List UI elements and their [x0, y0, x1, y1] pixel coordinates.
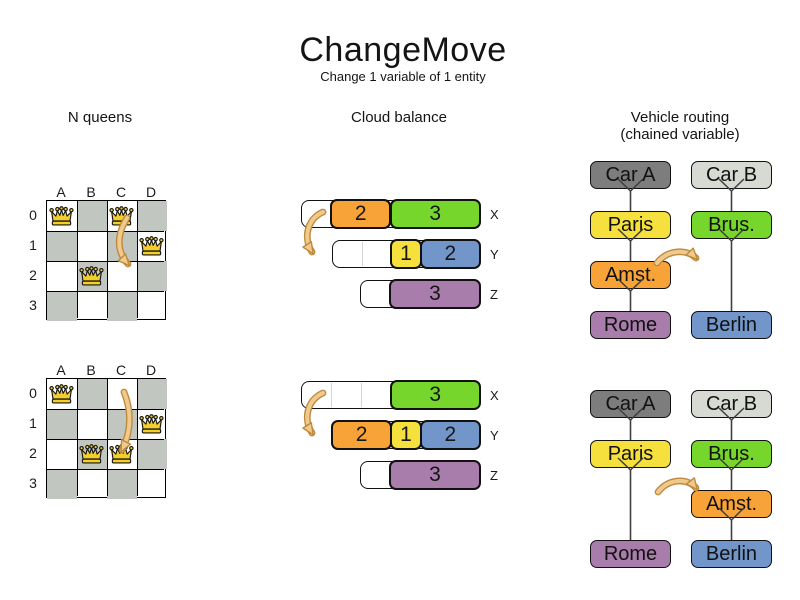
board-gridline — [136, 201, 138, 318]
slot-divider — [360, 383, 362, 407]
process-block: 3 — [389, 279, 481, 309]
chain-arrows — [617, 178, 745, 540]
vehicle-node-brus: Brus. — [691, 440, 772, 468]
vehicle-node-cara: Car A — [590, 390, 671, 418]
process-block: 1 — [390, 239, 422, 269]
board-gridline — [136, 379, 138, 496]
queen-icon — [138, 236, 164, 256]
process-block: 2 — [329, 199, 392, 229]
board-gridline — [76, 201, 78, 318]
board-row-label: 3 — [29, 475, 37, 491]
board-cell — [47, 231, 77, 261]
board-cell — [47, 409, 77, 439]
board-col-label: B — [86, 184, 96, 200]
vehicle-node-amst: Amst. — [590, 261, 671, 289]
board-gridline — [47, 438, 164, 440]
board-gridline — [47, 468, 164, 470]
board-gridline — [106, 379, 108, 496]
board-gridline — [47, 260, 164, 262]
vehicle-node-amst: Amst. — [691, 490, 772, 518]
process-block: 3 — [389, 380, 481, 410]
queen-icon — [108, 444, 134, 464]
nqueens-column-header: N queens — [67, 109, 133, 126]
vehicle-header-line1: Vehicle routing — [630, 109, 730, 126]
page-title: ChangeMove — [299, 31, 507, 69]
process-block: 1 — [390, 420, 422, 450]
board-row-label: 3 — [29, 297, 37, 313]
board-gridline — [47, 408, 164, 410]
board-row-label: 0 — [29, 207, 37, 223]
board-row-label: 1 — [29, 237, 37, 253]
slot-divider — [330, 383, 332, 407]
board-cell — [107, 469, 137, 499]
board-row-label: 2 — [29, 445, 37, 461]
vehicle-header-line2: (chained variable) — [620, 126, 740, 143]
board-cell — [137, 261, 167, 291]
board-col-label: A — [56, 184, 66, 200]
board-gridline — [76, 379, 78, 496]
vehicle-node-rome: Rome — [590, 311, 671, 339]
queen-icon — [78, 444, 104, 464]
vehicle-node-berlin: Berlin — [691, 540, 772, 568]
board-col-label: D — [145, 184, 157, 200]
queen-icon — [138, 414, 164, 434]
resource-label: X — [490, 388, 499, 403]
process-block: 2 — [419, 239, 481, 269]
vehicle-node-carb: Car B — [691, 161, 772, 189]
board-col-label: C — [115, 362, 127, 378]
chessboard-after — [46, 378, 167, 499]
board-cell — [137, 201, 167, 231]
vehicle-node-cara: Car A — [590, 161, 671, 189]
vehicle-node-paris: Paris — [590, 440, 671, 468]
board-col-label: C — [115, 184, 127, 200]
resource-label: Y — [490, 247, 499, 262]
board-gridline — [106, 201, 108, 318]
board-cell — [107, 409, 137, 439]
board-cell — [107, 231, 137, 261]
process-block: 2 — [331, 420, 393, 450]
vehicle-node-berlin: Berlin — [691, 311, 772, 339]
board-col-label: D — [145, 362, 157, 378]
board-cell — [107, 291, 137, 321]
vehicle-node-carb: Car B — [691, 390, 772, 418]
board-row-label: 1 — [29, 415, 37, 431]
queen-icon — [108, 206, 134, 226]
queen-icon — [48, 206, 74, 226]
vehicle-node-paris: Paris — [590, 211, 671, 239]
process-block: 3 — [389, 199, 481, 229]
board-cell — [77, 201, 107, 231]
board-row-label: 0 — [29, 385, 37, 401]
chessboard-before — [46, 200, 167, 321]
slot-divider — [361, 242, 363, 266]
board-cell — [77, 379, 107, 409]
board-col-label: B — [86, 362, 96, 378]
queen-icon — [78, 266, 104, 286]
board-gridline — [47, 230, 164, 232]
resource-label: Z — [490, 287, 498, 302]
resource-label: Z — [490, 468, 498, 483]
board-col-label: A — [56, 362, 66, 378]
cloud-column-header: Cloud balance — [351, 109, 447, 126]
vehicle-column-header: Vehicle routing (chained variable) — [600, 109, 760, 143]
vehicle-node-brus: Brus. — [691, 211, 772, 239]
process-block: 3 — [389, 460, 481, 490]
board-cell — [137, 379, 167, 409]
vehicle-node-rome: Rome — [590, 540, 671, 568]
board-gridline — [47, 290, 164, 292]
board-cell — [47, 291, 77, 321]
board-cell — [137, 439, 167, 469]
page-subtitle: Change 1 variable of 1 entity — [320, 69, 486, 84]
process-block: 2 — [419, 420, 481, 450]
move-arrow-vehicle-after — [654, 477, 700, 496]
resource-label: X — [490, 207, 499, 222]
queen-icon — [48, 384, 74, 404]
board-row-label: 2 — [29, 267, 37, 283]
board-cell — [47, 469, 77, 499]
resource-label: Y — [490, 428, 499, 443]
